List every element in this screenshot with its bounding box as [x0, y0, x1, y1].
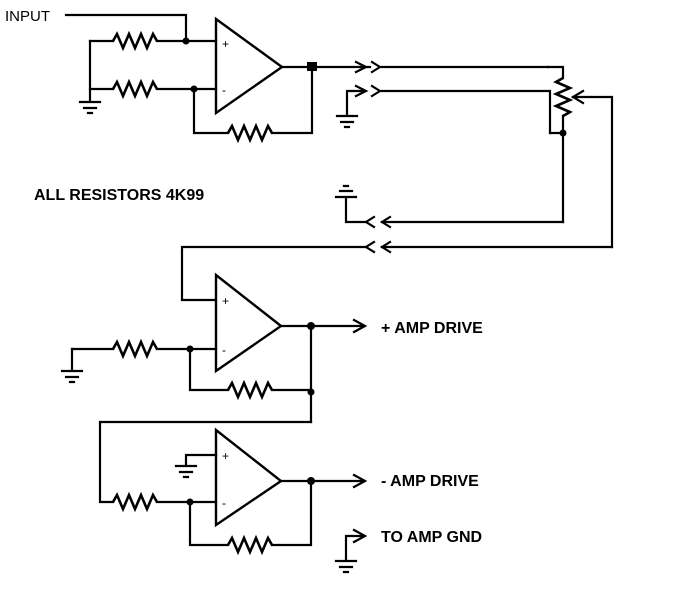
return-connectors	[180, 184, 614, 302]
opamp-2	[214, 272, 284, 374]
potentiometer	[546, 65, 614, 249]
opamp-stage-1: + -	[64, 13, 550, 144]
arrow-icon	[352, 528, 368, 544]
ground-icon	[335, 114, 359, 129]
pot-resistor	[552, 76, 574, 118]
amp-ground-output	[334, 528, 368, 574]
ground-connector	[335, 84, 552, 135]
input-wire	[64, 13, 218, 43]
ground-icon	[78, 100, 102, 115]
opamp-3-minus-pin: -	[222, 496, 226, 510]
resistor-r3	[226, 122, 274, 144]
arrow-icon	[352, 318, 368, 334]
resistor-r5	[226, 379, 274, 401]
resistor-r7	[226, 534, 274, 556]
opamp-1-plus-pin: +	[222, 37, 229, 51]
opamp-stage-3: + -	[98, 420, 368, 556]
connector-chevron-icon	[370, 60, 550, 74]
opamp-1	[214, 16, 285, 116]
arrow-icon	[354, 84, 369, 98]
ground-icon	[334, 184, 358, 199]
plus-amp-drive-label: + AMP DRIVE	[381, 320, 483, 337]
opamp-3-plus-pin: +	[222, 449, 229, 463]
arrow-icon	[352, 473, 368, 489]
ground-icon	[334, 559, 358, 574]
minus-amp-drive-label: - AMP DRIVE	[381, 473, 479, 490]
opamp-1-minus-pin: -	[222, 83, 226, 97]
resistor-r2	[111, 78, 159, 100]
input-label: INPUT	[5, 8, 50, 25]
resistor-r6	[111, 491, 159, 513]
opamp-stage-2: + -	[60, 272, 368, 424]
amp-gnd-label: TO AMP GND	[381, 529, 482, 546]
opamp-2-plus-pin: +	[222, 294, 229, 308]
ground-icon	[60, 369, 84, 384]
opamp-3	[214, 427, 284, 528]
opamp-2-minus-pin: -	[222, 343, 226, 357]
wiper-arrow-icon	[570, 89, 585, 105]
ground-icon	[174, 464, 198, 479]
resistor-r4	[111, 338, 159, 360]
resistor-value-note: ALL RESISTORS 4K99	[34, 187, 204, 204]
arrow-icon	[354, 60, 369, 74]
resistor-r1	[111, 30, 159, 52]
